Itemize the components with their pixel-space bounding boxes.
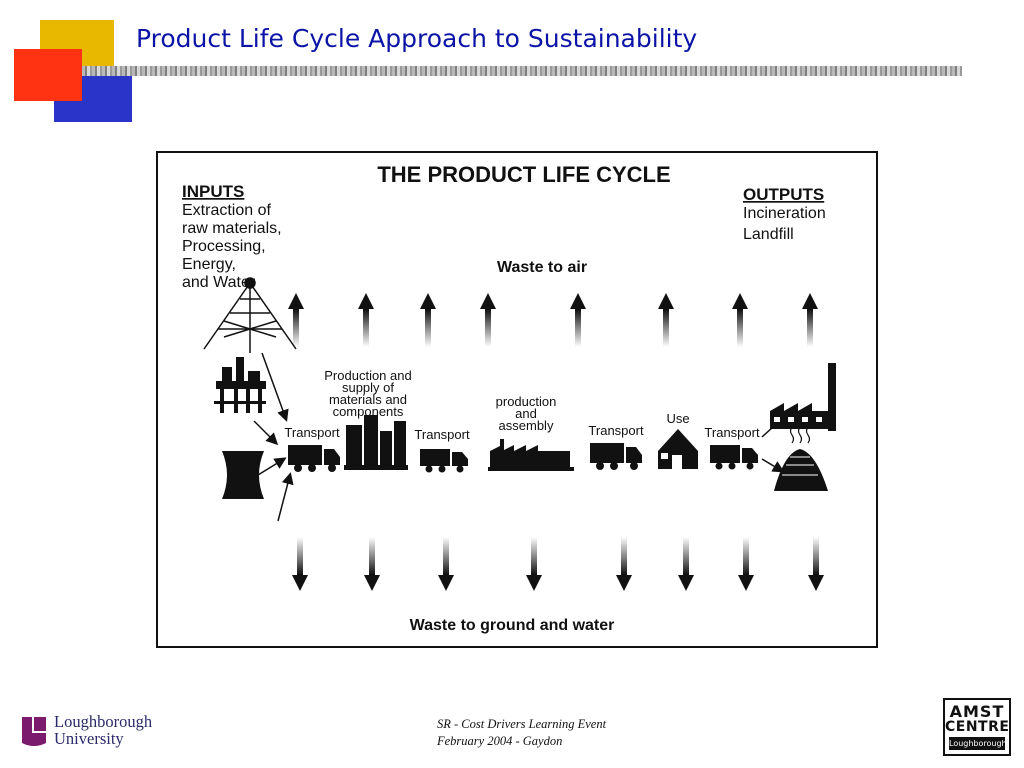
outputs-line: Incineration (743, 205, 826, 222)
waste-ground-arrow-icon (678, 537, 694, 591)
outputs-block: OUTPUTS Incineration Landfill (743, 185, 826, 243)
refinery-icon (344, 415, 408, 470)
waste-air-arrow-icon (420, 293, 436, 347)
outputs-line: Landfill (743, 226, 794, 243)
amst-logo-line1: AMST (949, 702, 1005, 721)
decor-square-red (14, 49, 82, 101)
footer-line1: SR - Cost Drivers Learning Event (437, 717, 607, 731)
amst-logo-line2: CENTRE (945, 719, 1010, 735)
landfill-icon (774, 426, 828, 491)
footer-line2: February 2004 - Gaydon (437, 734, 563, 748)
truck-icon (420, 449, 468, 473)
factory-icon (488, 439, 574, 471)
slide-title: Product Life Cycle Approach to Sustainab… (136, 24, 698, 53)
assembly-label-line: assembly (499, 418, 554, 433)
diagram-title: THE PRODUCT LIFE CYCLE (377, 162, 670, 187)
waste-ground-arrow-icon (616, 537, 632, 591)
waste-ground-arrow-icon (808, 537, 824, 591)
production-label-line: Production and (324, 368, 411, 383)
university-name-line2: University (54, 729, 124, 748)
waste-air-arrow-icon (658, 293, 674, 347)
waste-to-air-label: Waste to air (497, 259, 587, 276)
input-arrows (253, 352, 294, 522)
oil-derrick-icon (203, 277, 297, 353)
assembly-label-line: and (515, 406, 537, 421)
truck-icon (710, 445, 758, 470)
waste-air-arrow-icon (732, 293, 748, 347)
waste-ground-arrow-icon (292, 537, 308, 591)
transport-label: Transport (284, 425, 340, 440)
inputs-line: raw materials, (182, 220, 282, 237)
transport-label: Transport (414, 427, 470, 442)
down-arrows (292, 537, 824, 591)
waste-to-ground-label: Waste to ground and water (410, 617, 615, 634)
outputs-heading: OUTPUTS (743, 185, 824, 204)
waste-air-arrow-icon (570, 293, 586, 347)
production-label-line: supply of (342, 380, 394, 395)
transport-label: Transport (588, 423, 644, 438)
footer-text: SR - Cost Drivers Learning Event Februar… (437, 716, 606, 750)
waste-ground-arrow-icon (364, 537, 380, 591)
production-label: Production and supply of materials and c… (324, 368, 411, 419)
waste-air-arrow-icon (358, 293, 374, 347)
transport-label: Transport (704, 425, 760, 440)
house-icon (658, 429, 698, 469)
production-label-line: materials and (329, 392, 407, 407)
waste-air-arrow-icon (480, 293, 496, 347)
inputs-line: Extraction of (182, 202, 271, 219)
inputs-line: and Water (182, 274, 256, 291)
truck-icon (288, 445, 340, 472)
university-name-line1: Loughborough (54, 712, 153, 731)
use-label: Use (666, 411, 689, 426)
power-station-icon (222, 451, 264, 499)
inputs-line: Energy, (182, 256, 236, 273)
inputs-heading: INPUTS (182, 182, 244, 201)
incinerator-icon (770, 363, 836, 431)
waste-ground-arrow-icon (738, 537, 754, 591)
waste-air-arrow-icon (288, 293, 304, 347)
waste-air-arrow-icon (802, 293, 818, 347)
inputs-line: Processing, (182, 238, 266, 255)
assembly-label-line: production (496, 394, 557, 409)
university-crest-icon (22, 717, 46, 746)
up-arrows (288, 293, 818, 347)
life-cycle-diagram: THE PRODUCT LIFE CYCLE INPUTS Extraction… (156, 151, 878, 648)
truck-icon (590, 443, 642, 470)
loughborough-university-logo: Loughborough University (20, 712, 180, 752)
inputs-block: INPUTS Extraction of raw materials, Proc… (182, 182, 282, 291)
assembly-label: production and assembly (496, 394, 557, 433)
amst-centre-logo: AMST CENTRE Loughborough (943, 698, 1011, 756)
oil-platform-icon (214, 357, 266, 413)
title-divider (82, 66, 962, 76)
production-label-line: components (333, 404, 404, 419)
waste-ground-arrow-icon (526, 537, 542, 591)
waste-ground-arrow-icon (438, 537, 454, 591)
amst-logo-line3: Loughborough (949, 737, 1007, 750)
